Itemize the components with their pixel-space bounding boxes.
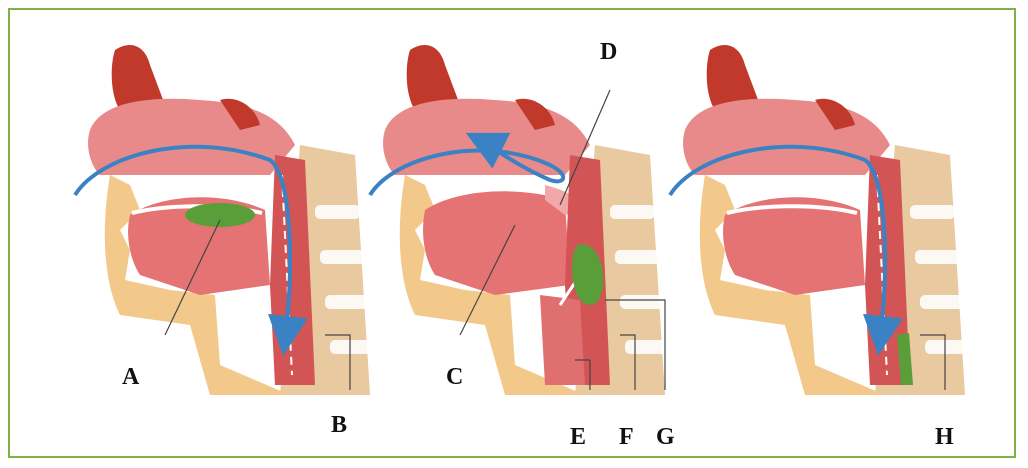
figure-frame: A B C D E F G H	[8, 8, 1016, 458]
label-c: C	[446, 365, 463, 389]
food-bolus-panel-1	[185, 203, 255, 227]
nasal-cavity-panel-1	[88, 99, 295, 175]
label-f: F	[619, 425, 634, 449]
label-g: G	[656, 425, 675, 449]
label-d: D	[600, 40, 617, 64]
swallowing-stages-illustration	[10, 10, 1018, 460]
larynx-panel-2	[540, 295, 585, 385]
head-section-panel-3	[670, 45, 970, 395]
head-section-panel-2	[370, 45, 670, 395]
label-b: B	[331, 413, 347, 437]
label-h: H	[935, 425, 954, 449]
label-a: A	[122, 365, 139, 389]
tongue-panel-2	[423, 191, 570, 295]
head-section-panel-1	[75, 45, 375, 395]
label-e: E	[570, 425, 586, 449]
nasal-cavity-panel-3	[683, 99, 890, 175]
